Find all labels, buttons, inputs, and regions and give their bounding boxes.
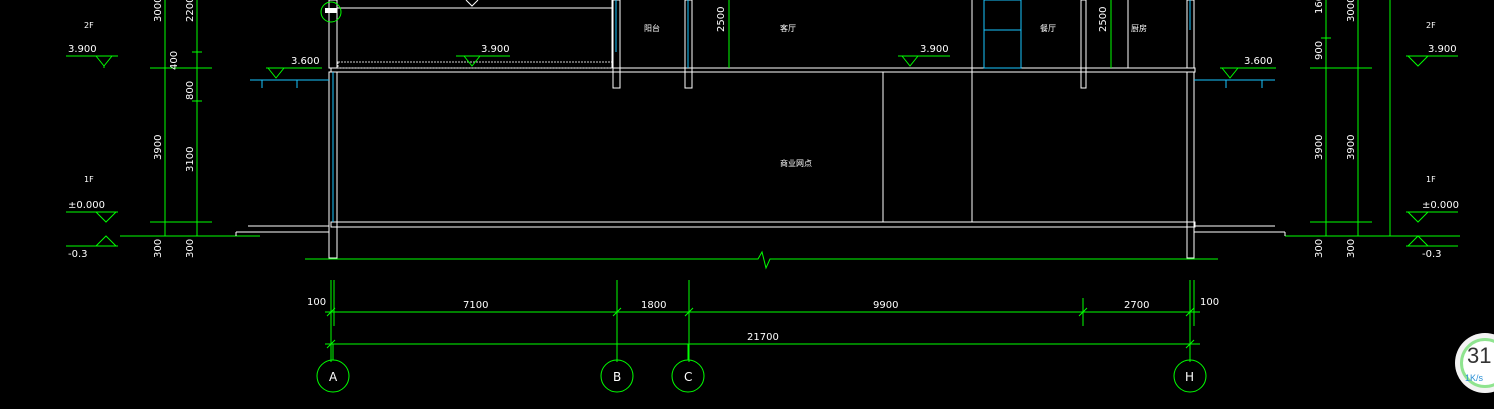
mid-right-elev: 3.900 xyxy=(920,44,949,55)
room-label-living: 客厅 xyxy=(780,23,796,33)
axis-label-b: B xyxy=(613,370,621,384)
right-1f-label: 1F xyxy=(1426,175,1436,184)
axis-bubble-b xyxy=(600,359,634,393)
left-1f-elev: ±0.000 xyxy=(68,200,105,211)
right-dim-3000: 3000 xyxy=(1346,0,1357,22)
mid-left-elev: 3.900 xyxy=(481,44,510,55)
left-2f-elev: 3.900 xyxy=(68,44,97,55)
dim-end-left: 100 xyxy=(307,297,326,308)
right-dim-1600: 1600 xyxy=(1314,0,1325,14)
right-dim-900: 900 xyxy=(1314,41,1325,60)
dim-seg-2700: 2700 xyxy=(1124,300,1149,311)
left-1f-label: 1F xyxy=(84,175,94,184)
left-level-marks: 2F 3.900 1F ±0.000 -0.3 3000 3900 300 22… xyxy=(66,0,260,260)
right-dim-300a: 300 xyxy=(1314,239,1325,258)
right-ground-elev: -0.3 xyxy=(1422,249,1442,260)
right-canopy-elev: 3.600 xyxy=(1244,56,1273,67)
dim-2500-right: 2500 xyxy=(1098,7,1109,32)
left-dim-2200: 2200 xyxy=(185,0,196,22)
left-canopy-elev: 3.600 xyxy=(291,56,320,67)
axis-label-c: C xyxy=(684,370,692,384)
left-dim-3100: 3100 xyxy=(185,147,196,172)
axis-bubble-c xyxy=(671,359,705,393)
room-label-kitchen: 厨房 xyxy=(1131,23,1147,33)
axis-bubble-a xyxy=(316,359,350,393)
badge-ring xyxy=(1460,338,1494,388)
dim-2500-left: 2500 xyxy=(716,7,727,32)
left-2f-label: 2F xyxy=(84,21,94,30)
axis-bubble-h xyxy=(1173,359,1207,393)
right-2f-elev: 3.900 xyxy=(1428,44,1457,55)
axis-bubbles: A B C H xyxy=(316,344,1207,393)
right-level-marks: 2F 3.900 1F ±0.000 -0.3 1600 900 3900 30… xyxy=(1285,0,1460,260)
left-dim-300a: 300 xyxy=(153,239,164,258)
right-2f-label: 2F xyxy=(1426,21,1436,30)
bottom-dimensions: 100 100 7100 1800 9900 2700 21700 xyxy=(305,250,1219,362)
left-dim-400: 400 xyxy=(169,51,180,70)
left-dim-300b: 300 xyxy=(185,239,196,258)
building-section: 3.600 3.600 3.900 3.900 2500 2500 阳台 客厅 … xyxy=(235,0,1286,259)
room-label-commercial: 商业网点 xyxy=(780,158,812,168)
badge-rate: 1K/s xyxy=(1465,373,1484,383)
dim-end-right: 100 xyxy=(1200,297,1219,308)
right-1f-elev: ±0.000 xyxy=(1422,200,1459,211)
room-label-dining: 餐厅 xyxy=(1040,24,1056,33)
axis-label-h: H xyxy=(1185,370,1194,384)
room-label-balcony: 阳台 xyxy=(644,23,660,33)
left-ground-elev: -0.3 xyxy=(68,249,88,260)
right-dim-3900a: 3900 xyxy=(1314,135,1325,160)
badge-number: 31 xyxy=(1467,343,1492,368)
dim-seg-9900: 9900 xyxy=(873,300,898,311)
right-dim-300b: 300 xyxy=(1346,239,1357,258)
dim-seg-7100: 7100 xyxy=(463,300,488,311)
left-dim-800: 800 xyxy=(185,81,196,100)
left-dim-3000: 3000 xyxy=(153,0,164,22)
left-dim-3900: 3900 xyxy=(153,135,164,160)
right-dim-3900b: 3900 xyxy=(1346,135,1357,160)
axis-label-a: A xyxy=(329,370,338,384)
dim-total-21700: 21700 xyxy=(747,332,779,343)
dim-seg-1800: 1800 xyxy=(641,300,666,311)
